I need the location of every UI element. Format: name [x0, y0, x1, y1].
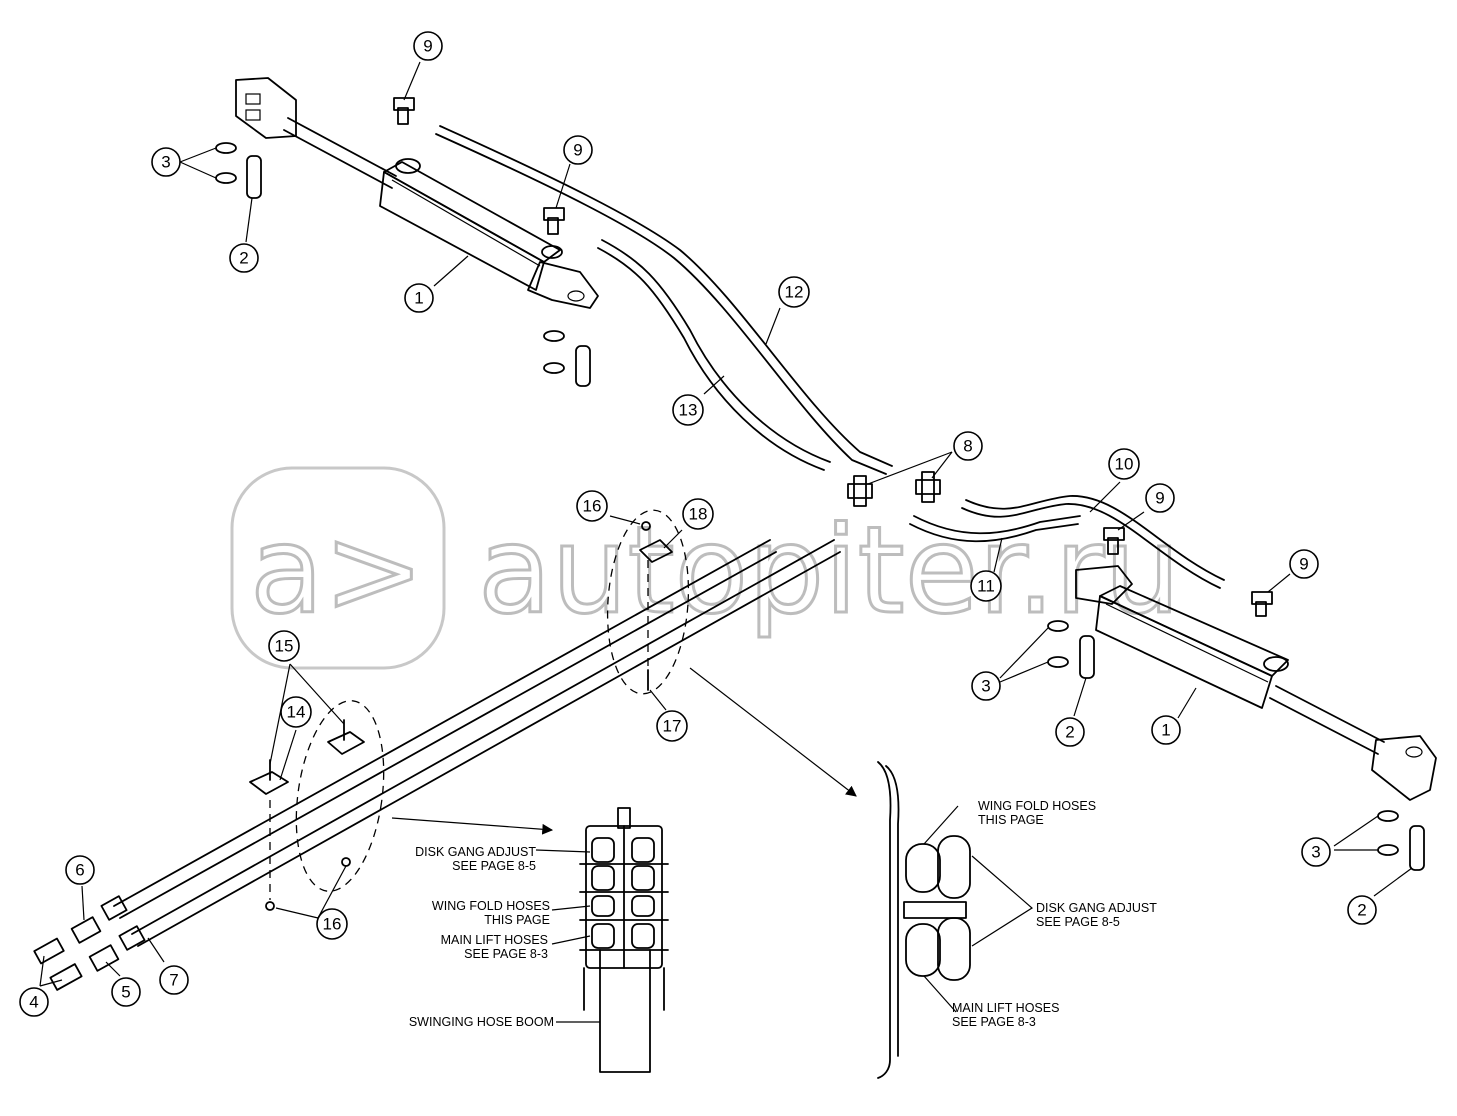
callout-5: 5: [111, 977, 141, 1007]
callout-3-middle-right: 3: [971, 671, 1001, 701]
adapters: [33, 916, 120, 991]
tee-fittings: [847, 471, 941, 507]
callout-7: 7: [159, 965, 189, 995]
watermark-logo-frame: [230, 466, 446, 670]
svg-text:11: 11: [977, 577, 995, 596]
watermark: a> autopiter.ru: [230, 466, 1182, 670]
callout-10: 10: [1108, 448, 1140, 480]
callout-13: 13: [672, 394, 704, 426]
note-main-lift-hoses-line2: SEE PAGE 8-3: [464, 947, 548, 961]
callout-9-top-middle: 9: [563, 135, 593, 165]
callout-6: 6: [65, 855, 95, 885]
note-main-lift-hoses-line1: MAIN LIFT HOSES: [441, 933, 548, 947]
detail-hose-loops: WING FOLD HOSES THIS PAGE DISK GANG ADJU…: [877, 761, 1157, 1079]
svg-text:3: 3: [161, 153, 170, 172]
note-main-lift-hoses-right-line1: MAIN LIFT HOSES: [952, 1001, 1059, 1015]
callout-bubbles: 1 1 2 2 2 3 3 3 4 5 6 7 8 9 9 9 9 10 11 …: [19, 31, 1377, 1017]
svg-text:8: 8: [963, 437, 972, 456]
detail-swinging-hose-boom: DISK GANG ADJUST SEE PAGE 8-5 WING FOLD …: [409, 807, 669, 1073]
arrow-to-left-detail: [391, 817, 554, 835]
svg-text:6: 6: [75, 861, 84, 880]
svg-text:12: 12: [785, 283, 804, 302]
svg-text:7: 7: [169, 971, 178, 990]
svg-text:13: 13: [679, 401, 698, 420]
svg-text:2: 2: [1065, 723, 1074, 742]
elbow-fittings-lower: [1103, 527, 1273, 617]
arrow-to-right-detail: [689, 667, 857, 797]
callout-leaders: [39, 61, 1413, 987]
svg-text:18: 18: [689, 505, 708, 524]
svg-text:17: 17: [663, 717, 682, 736]
svg-text:15: 15: [275, 637, 294, 656]
callout-18: 18: [682, 498, 714, 530]
callout-2-middle-right: 2: [1055, 717, 1085, 747]
note-wing-fold-hoses-line2: THIS PAGE: [484, 913, 550, 927]
note-disk-gang-adjust-right-line2: SEE PAGE 8-5: [1036, 915, 1120, 929]
hose-clamps: [249, 509, 690, 911]
callout-1-upper: 1: [404, 283, 434, 313]
callout-12: 12: [778, 276, 810, 308]
note-main-lift-hoses-right-line2: SEE PAGE 8-3: [952, 1015, 1036, 1029]
callout-14: 14: [280, 696, 312, 728]
callout-3-upper-left: 3: [151, 147, 181, 177]
note-disk-gang-adjust-line2: SEE PAGE 8-5: [452, 859, 536, 873]
callout-2-upper-left: 2: [229, 243, 259, 273]
note-wing-fold-hoses-line1: WING FOLD HOSES: [432, 899, 550, 913]
cylinder-upper-left: [235, 77, 599, 309]
note-swinging-hose-boom: SWINGING HOSE BOOM: [409, 1015, 554, 1029]
elbow-fittings-upper: [393, 97, 565, 235]
svg-text:9: 9: [573, 141, 582, 160]
hose-12: [435, 125, 893, 475]
callout-4: 4: [19, 987, 49, 1017]
hose-10: [961, 495, 1225, 589]
note-wing-fold-hoses-right-line2: THIS PAGE: [978, 813, 1044, 827]
svg-text:3: 3: [1311, 843, 1320, 862]
svg-text:1: 1: [414, 289, 423, 308]
callout-1-lower: 1: [1151, 715, 1181, 745]
svg-text:4: 4: [29, 993, 38, 1012]
callout-15: 15: [268, 630, 300, 662]
watermark-site-text: autopiter.ru: [478, 502, 1180, 641]
svg-text:14: 14: [287, 703, 306, 722]
svg-text:9: 9: [1299, 555, 1308, 574]
svg-text:10: 10: [1115, 455, 1134, 474]
hose-11: [909, 515, 1081, 543]
svg-text:9: 9: [423, 37, 432, 56]
callout-8: 8: [953, 431, 983, 461]
callout-2-lower-right: 2: [1347, 895, 1377, 925]
svg-text:1: 1: [1161, 721, 1170, 740]
svg-text:2: 2: [239, 249, 248, 268]
callout-17: 17: [656, 710, 688, 742]
callout-9-right: 9: [1145, 483, 1175, 513]
svg-text:5: 5: [121, 983, 130, 1002]
note-disk-gang-adjust-right-line1: DISK GANG ADJUST: [1036, 901, 1157, 915]
svg-text:3: 3: [981, 677, 990, 696]
svg-text:2: 2: [1357, 901, 1366, 920]
callout-9-top-left: 9: [413, 31, 443, 61]
callout-3-lower-right: 3: [1301, 837, 1331, 867]
callout-16-upper: 16: [576, 490, 608, 522]
callout-11: 11: [970, 570, 1002, 602]
long-hoses: [100, 539, 841, 951]
callout-9-far-right: 9: [1289, 549, 1319, 579]
svg-text:16: 16: [323, 915, 342, 934]
hose-13: [597, 239, 831, 471]
note-disk-gang-adjust-line1: DISK GANG ADJUST: [415, 845, 536, 859]
svg-text:9: 9: [1155, 489, 1164, 508]
watermark-logo-text: a>: [250, 502, 424, 641]
note-wing-fold-hoses-right-line1: WING FOLD HOSES: [978, 799, 1096, 813]
callout-16-lower: 16: [316, 908, 348, 940]
svg-text:16: 16: [583, 497, 602, 516]
cylinder-lower-right: [1075, 565, 1437, 801]
